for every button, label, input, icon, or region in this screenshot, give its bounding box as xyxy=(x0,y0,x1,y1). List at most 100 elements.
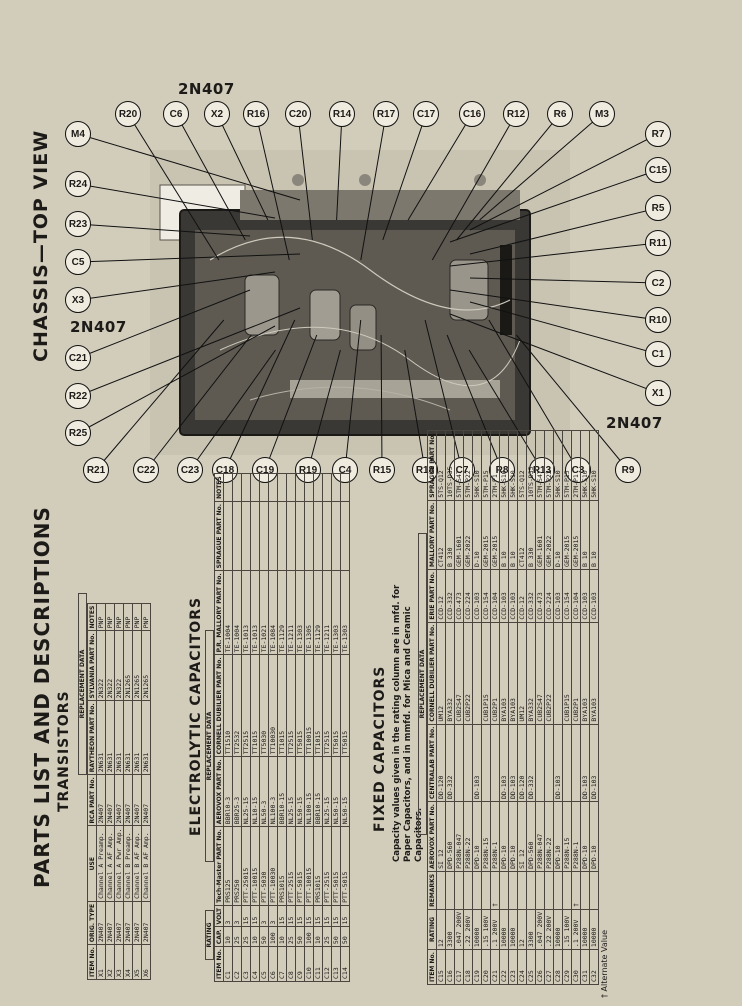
transistors-table-cell: X6 xyxy=(141,944,151,980)
electrolytic-table-column-header: ITEM No. xyxy=(214,946,224,982)
electrolytic-table-cell: BBR10-15 xyxy=(277,756,287,827)
leader-line-x3 xyxy=(77,271,276,301)
electrolytic-table-column-header: VOLT xyxy=(214,905,224,927)
fixed-table-cell: DD-103 xyxy=(472,724,482,802)
fixed-table-cell: CUB2P22 xyxy=(544,622,554,725)
leader-line-r9 xyxy=(516,334,629,471)
fixed-table-cell: CCD-473 xyxy=(535,569,545,623)
electrolytic-title: ELECTROLYTIC CAPACITORS xyxy=(188,596,204,836)
fixed-table-cell: CCD-154 xyxy=(562,569,572,623)
fixed-table-cell: BYA103 xyxy=(499,622,509,725)
fixed-table-cell: CCD-473 xyxy=(454,569,464,623)
electrolytic-table-cell: PRS1015 xyxy=(313,826,323,906)
transistors-table-cell: Channel B AF Amp. xyxy=(141,825,151,902)
fixed-table-cell: 10000 xyxy=(580,909,590,950)
fixed-table-cell: DPD-10 xyxy=(499,801,509,872)
fixed-table-cell: 3300 xyxy=(445,909,455,950)
leader-line-c4 xyxy=(344,319,362,471)
fixed-table-cell: CCD-332 xyxy=(445,569,455,623)
fixed-table-cell: P288N-22 xyxy=(544,801,554,872)
fixed-table-cell: 5TM-P22 xyxy=(544,430,554,501)
leader-line-r14 xyxy=(336,113,343,221)
fixed-table-cell: P288N-15 xyxy=(562,801,572,872)
fixed-table-cell: GEM-1601 xyxy=(454,500,464,570)
fixed-table-cell: BYA103 xyxy=(589,622,599,725)
fixed-group-header: REPLACEMENT DATA xyxy=(418,533,427,835)
fixed-table-cell: BYA103 xyxy=(580,622,590,725)
electrolytic-table-cell xyxy=(322,473,332,502)
electrolytic-table-cell xyxy=(331,501,341,571)
fixed-table-cell: CCD-103 xyxy=(508,569,518,623)
leader-line-c19 xyxy=(264,334,318,471)
fixed-table-cell: 5HK-S10 xyxy=(499,430,509,501)
fixed-table-cell: 10000 xyxy=(589,909,599,950)
electrolytic-table-cell: TE-1004 xyxy=(232,570,242,655)
fixed-table-cell: † xyxy=(490,871,500,910)
fixed-table-cell: 5HK-S10 xyxy=(580,430,590,501)
electrolytic-table-cell: C2 xyxy=(232,946,242,982)
electrolytic-table-cell xyxy=(250,473,260,502)
electrolytic-table-cell xyxy=(304,501,314,571)
callout-r5: R5 xyxy=(645,195,671,221)
electrolytic-table-cell: 50 xyxy=(295,926,305,947)
callout-r19: R19 xyxy=(295,457,321,483)
electrolytic-table-cell: 15 xyxy=(277,905,287,927)
fixed-table-cell: P288N-047 xyxy=(454,801,464,872)
electrolytic-table-cell: NL10-15 xyxy=(250,756,260,827)
electrolytic-table-cell xyxy=(295,501,305,571)
electrolytic-table-cell: NL100-15 xyxy=(304,756,314,827)
callout-r22: R22 xyxy=(65,383,91,409)
electrolytic-table-column-header: SPRAGUE PART No. xyxy=(214,501,224,571)
electrolytic-table-cell xyxy=(268,501,278,571)
fixed-table-cell: C27 xyxy=(544,949,554,985)
fixed-table-cell xyxy=(580,871,590,910)
callout-m3: M3 xyxy=(589,101,615,127)
electrolytic-table-cell: 100 xyxy=(268,926,278,947)
electrolytic-table-cell: TE-1084 xyxy=(268,570,278,655)
fixed-table-cell: DPD-10 xyxy=(508,801,518,872)
electrolytic-table-column-header: CORNELL DUBILIER PART No. xyxy=(214,654,224,757)
transistors-table-column-header: SYLVANIA PART No. xyxy=(87,630,97,701)
transistors-group-header: REPLACEMENT DATA xyxy=(78,593,87,775)
fixed-table-cell xyxy=(544,724,554,802)
electrolytic-table-cell: C6 xyxy=(268,946,278,982)
electrolytic-table-cell: TE-1303 xyxy=(340,570,350,655)
parts-list-title: PARTS LIST AND DESCRIPTIONS xyxy=(30,506,54,888)
fixed-table-cell: 10TS-D35 xyxy=(526,430,536,501)
fixed-table-cell xyxy=(535,724,545,802)
fixed-table-cell: 10000 xyxy=(508,909,518,950)
transistors-table-cell: 2N322 xyxy=(105,630,115,701)
fixed-table-cell xyxy=(508,871,518,910)
electrolytic-table-cell: TE-1013 xyxy=(241,570,251,655)
fixed-table-cell: CCD-224 xyxy=(544,569,554,623)
electrolytic-table-cell: NL50-3 xyxy=(259,756,269,827)
electrolytic-table-cell: TT5015 xyxy=(295,654,305,757)
electrolytic-table-cell: PTT-10015 xyxy=(250,826,260,906)
electrolytic-table-cell xyxy=(241,501,251,571)
callout-c5: C5 xyxy=(65,249,91,275)
leader-line-r18 xyxy=(404,349,426,471)
fixed-table-cell xyxy=(463,871,473,910)
electrolytic-table-cell: 3 xyxy=(268,905,278,927)
electrolytic-table-cell: TE-1021 xyxy=(259,570,269,655)
leader-line-c5 xyxy=(77,253,301,263)
electrolytic-table-cell: TE-1303 xyxy=(331,570,341,655)
transistors-table-cell: 2N407 xyxy=(96,774,106,826)
electrolytic-table-cell: TE-1211 xyxy=(322,570,332,655)
electrolytic-table-cell: C10 xyxy=(304,946,314,982)
electrolytic-table-cell: NL25-15 xyxy=(241,756,251,827)
leader-line-c1 xyxy=(469,301,659,355)
fixed-table-cell: CUB2S47 xyxy=(535,622,545,725)
electrolytic-table-cell: BBR25-3 xyxy=(232,756,242,827)
electrolytic-table-cell: PTT-10015 xyxy=(304,826,314,906)
callout-c22: C22 xyxy=(133,457,159,483)
fixed-table-cell: DPD-10 xyxy=(589,801,599,872)
leader-line-c15 xyxy=(449,169,659,243)
leader-line-m3 xyxy=(479,113,603,221)
